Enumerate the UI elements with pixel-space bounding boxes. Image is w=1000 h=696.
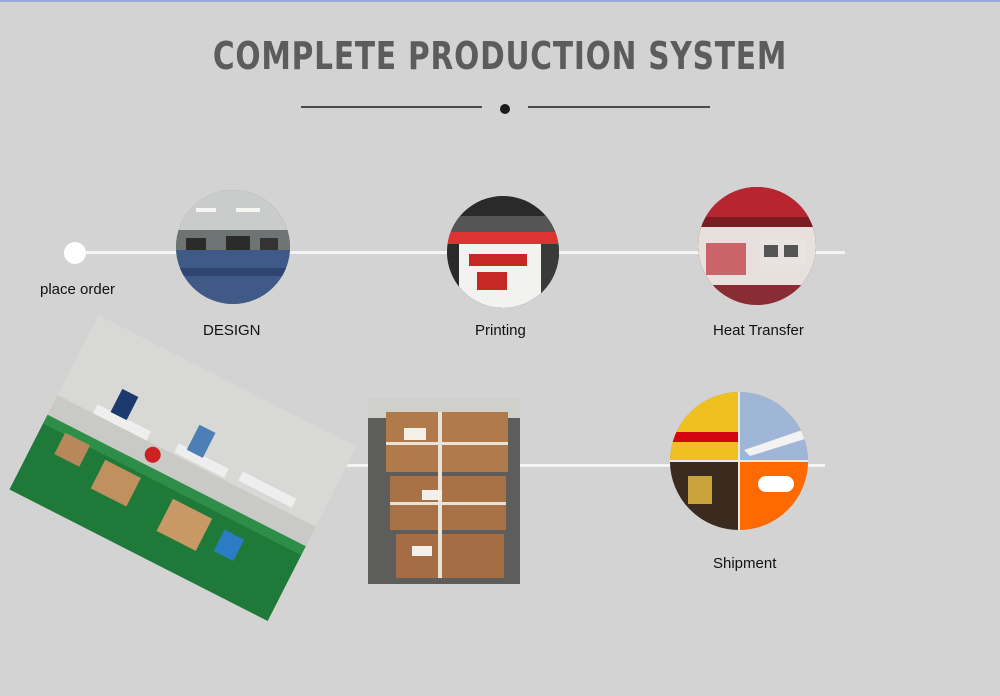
step-label-shipment: Shipment — [713, 555, 777, 572]
design-photo — [176, 190, 290, 304]
page-title: COMPLETE PRODUCTION SYSTEM — [212, 34, 788, 78]
shipment-photo — [670, 392, 808, 530]
step-label-heat-transfer: Heat Transfer — [713, 322, 804, 339]
timeline-lower — [335, 464, 825, 467]
packed-boxes-photo — [368, 398, 520, 584]
start-dot — [64, 242, 86, 264]
step-label-place-order: place order — [40, 281, 116, 298]
top-border — [0, 0, 1000, 2]
step-label-design: DESIGN — [203, 322, 261, 339]
title-divider-left — [301, 106, 482, 108]
step-label-printing: Printing — [475, 322, 526, 339]
sewing-workshop-photo — [9, 314, 357, 622]
title-divider-right — [528, 106, 710, 108]
heat-transfer-photo — [698, 187, 816, 305]
printing-photo — [447, 196, 559, 308]
title-divider-dot — [500, 104, 510, 114]
